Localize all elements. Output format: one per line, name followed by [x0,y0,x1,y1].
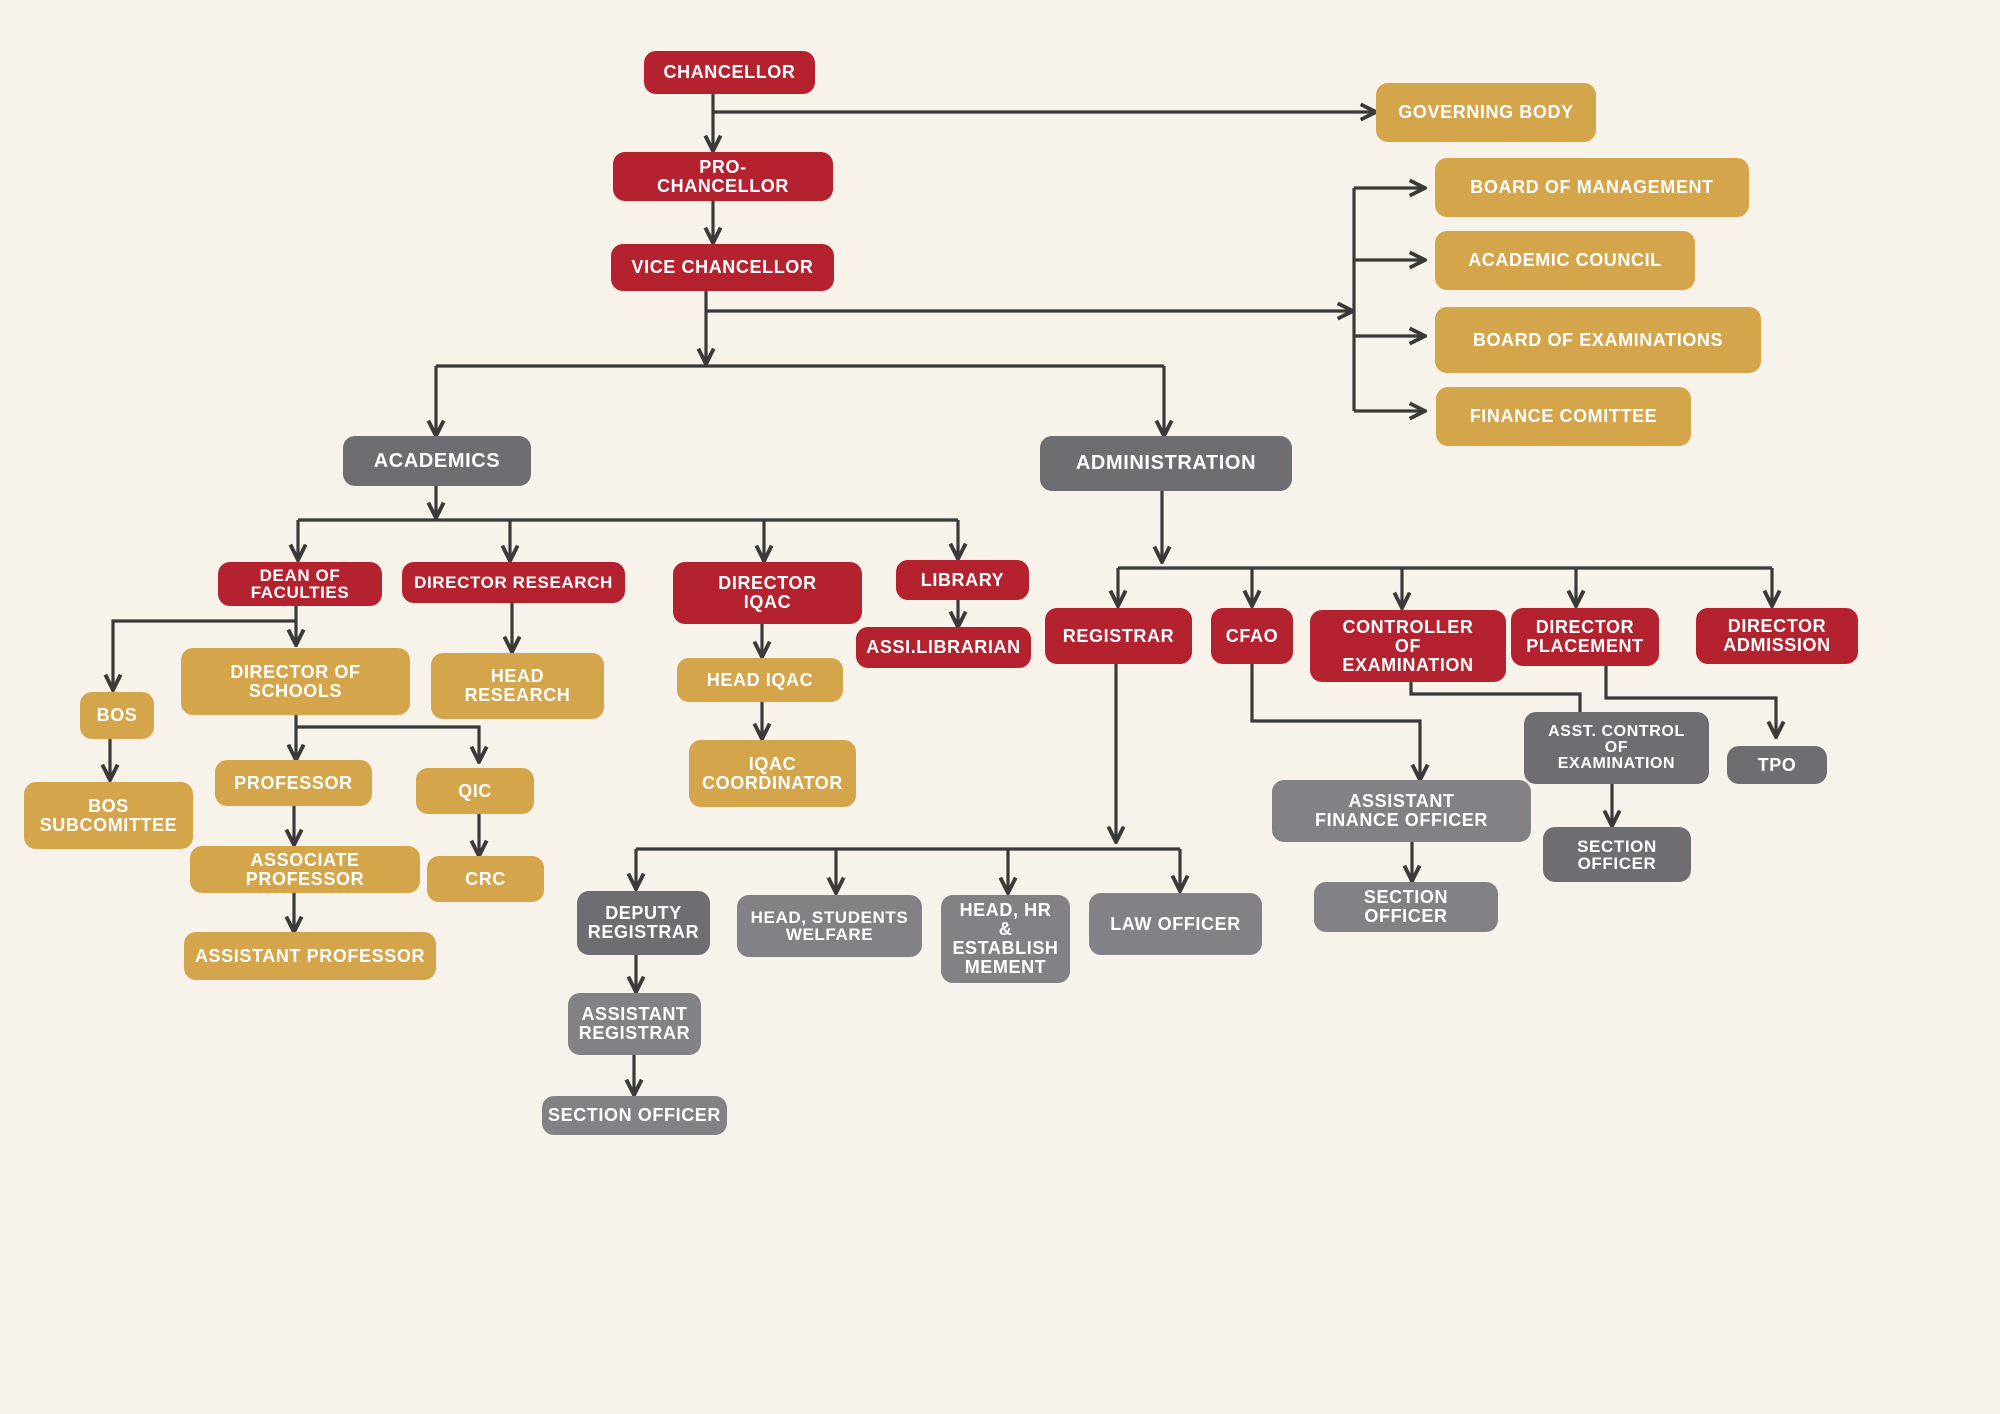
node-registrar: REGISTRAR [1045,608,1192,664]
node-finance-comittee: FINANCE COMITTEE [1436,387,1691,446]
node-controller-of-examination: CONTROLLER OF EXAMINATION [1310,610,1506,682]
node-dean-of-faculties: DEAN OF FACULTIES [218,562,382,606]
node-assistant-professor: ASSISTANT PROFESSOR [184,932,436,980]
node-asst-control-of-examination: ASST. CONTROL OF EXAMINATION [1524,712,1709,784]
node-head-students-welfare: HEAD, STUDENTS WELFARE [737,895,922,957]
node-pro-chancellor: PRO- CHANCELLOR [613,152,833,201]
node-section-officer-exam: SECTION OFFICER [1543,827,1691,882]
node-head-iqac: HEAD IQAC [677,658,843,702]
node-chancellor: CHANCELLOR [644,51,815,94]
node-section-officer-finance: SECTION OFFICER [1314,882,1498,932]
node-law-officer: LAW OFFICER [1089,893,1262,955]
node-cfao: CFAO [1211,608,1293,664]
node-head-hr-establishment: HEAD, HR & ESTABLISH MEMENT [941,895,1070,983]
node-library: LIBRARY [896,560,1029,600]
node-governing-body: GOVERNING BODY [1376,83,1596,142]
node-bos: BOS [80,692,154,739]
node-bos-subcomittee: BOS SUBCOMITTEE [24,782,193,849]
node-director-of-schools: DIRECTOR OF SCHOOLS [181,648,410,715]
node-board-of-management: BOARD OF MANAGEMENT [1435,158,1749,217]
node-assi-librarian: ASSI.LIBRARIAN [856,627,1031,668]
node-professor: PROFESSOR [215,760,372,806]
node-director-research: DIRECTOR RESEARCH [402,562,625,603]
node-vice-chancellor: VICE CHANCELLOR [611,244,834,291]
node-assistant-registrar: ASSISTANT REGISTRAR [568,993,701,1055]
node-deputy-registrar: DEPUTY REGISTRAR [577,891,710,955]
node-director-iqac: DIRECTOR IQAC [673,562,862,624]
node-assistant-finance-officer: ASSISTANT FINANCE OFFICER [1272,780,1531,842]
node-head-research: HEAD RESEARCH [431,653,604,719]
node-director-placement: DIRECTOR PLACEMENT [1511,608,1659,666]
node-section-officer-registrar: SECTION OFFICER [542,1096,727,1135]
node-academic-council: ACADEMIC COUNCIL [1435,231,1695,290]
node-associate-professor: ASSOCIATE PROFESSOR [190,846,420,893]
node-administration: ADMINISTRATION [1040,436,1292,491]
node-tpo: TPO [1727,746,1827,784]
node-qic: QIC [416,768,534,814]
node-director-admission: DIRECTOR ADMISSION [1696,608,1858,664]
node-academics: ACADEMICS [343,436,531,486]
node-crc: CRC [427,856,544,902]
node-board-of-examinations: BOARD OF EXAMINATIONS [1435,307,1761,373]
node-iqac-coordinator: IQAC COORDINATOR [689,740,856,807]
